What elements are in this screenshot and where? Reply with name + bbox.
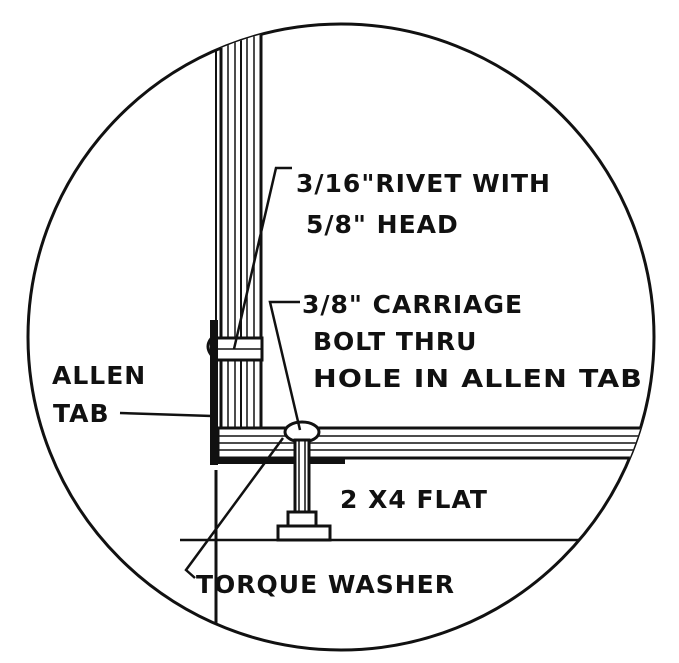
leader-lines <box>119 166 302 579</box>
bolt-leader <box>268 300 302 431</box>
rivet-leader <box>232 166 292 350</box>
bolt-label-line2: BOLT THRU <box>313 327 477 356</box>
allen-label-line2: TAB <box>53 399 110 428</box>
allen-label-line1: ALLEN <box>52 361 146 390</box>
carriage-bolt <box>283 420 321 514</box>
bolt-label-line3: HOLE IN ALLEN TAB <box>313 364 643 393</box>
flat-label: 2 X4 FLAT <box>340 485 488 514</box>
detail-circle <box>26 22 656 652</box>
rivet-label-line2: 5/8" HEAD <box>306 210 459 239</box>
allen-tab-leader <box>119 411 213 418</box>
horizontal-rail <box>216 426 650 460</box>
detail-contents <box>180 24 650 650</box>
rivet-label-line1: 3/16"RIVET WITH <box>296 169 551 198</box>
torque-washer-leader <box>184 437 285 579</box>
bolt-label-line1: 3/8" CARRIAGE <box>302 290 523 319</box>
vertical-stud <box>215 24 263 442</box>
washer-label: TORQUE WASHER <box>196 570 455 599</box>
torque-washer <box>276 510 332 542</box>
